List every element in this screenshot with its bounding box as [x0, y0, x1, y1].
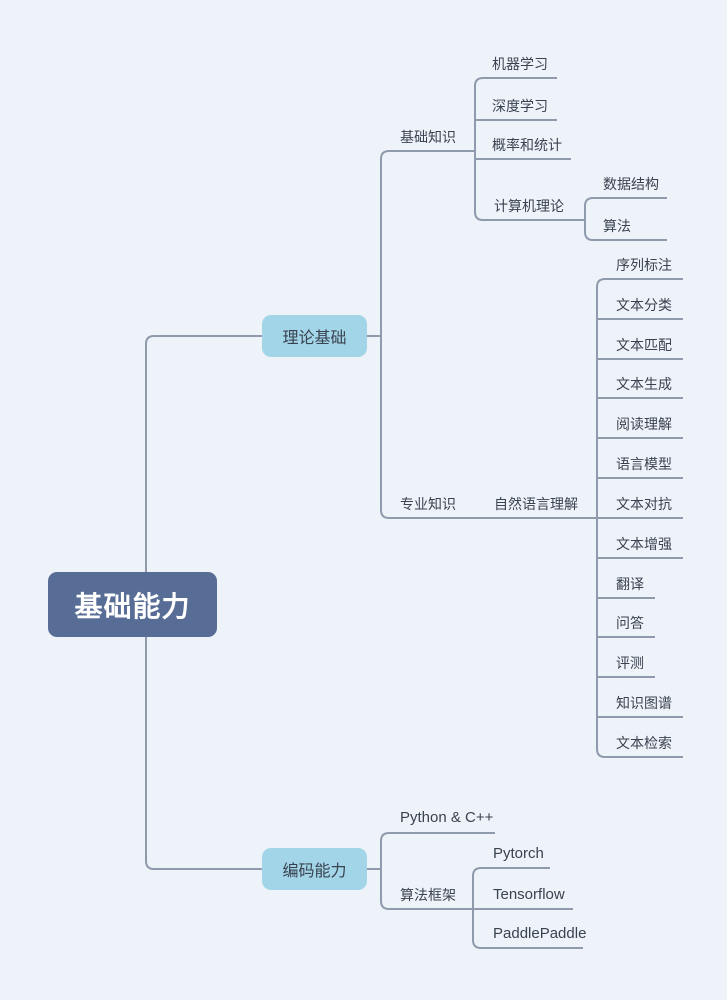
topic-sequence-labeling[interactable]: 序列标注 [616, 257, 672, 273]
topic-evaluation[interactable]: 评测 [616, 655, 644, 671]
topic-data-structure[interactable]: 数据结构 [603, 176, 659, 192]
topic-computer-theory[interactable]: 计算机理论 [494, 198, 564, 214]
topic-reading-comprehension[interactable]: 阅读理解 [616, 416, 672, 432]
topic-deep-learning[interactable]: 深度学习 [492, 98, 548, 114]
root-topic[interactable]: 基础能力 [48, 572, 217, 637]
topic-text-adversarial[interactable]: 文本对抗 [616, 496, 672, 512]
topic-professional-knowledge[interactable]: 专业知识 [400, 496, 456, 512]
topic-algorithm[interactable]: 算法 [603, 218, 631, 234]
topic-paddlepaddle[interactable]: PaddlePaddle [493, 925, 587, 942]
topic-translation[interactable]: 翻译 [616, 576, 644, 592]
topic-basic-knowledge[interactable]: 基础知识 [400, 129, 456, 145]
topic-python-cpp[interactable]: Python & C++ [400, 809, 494, 826]
topic-knowledge-graph[interactable]: 知识图谱 [616, 695, 672, 711]
topic-algorithm-framework[interactable]: 算法框架 [400, 887, 456, 903]
topic-question-answering[interactable]: 问答 [616, 615, 644, 631]
topic-text-matching[interactable]: 文本匹配 [616, 337, 672, 353]
topic-text-classification[interactable]: 文本分类 [616, 297, 672, 313]
topic-text-retrieval[interactable]: 文本检索 [616, 735, 672, 751]
topic-tensorflow[interactable]: Tensorflow [493, 886, 565, 903]
branch-theoretical-foundation[interactable]: 理论基础 [262, 315, 367, 357]
topic-language-model[interactable]: 语言模型 [616, 456, 672, 472]
topic-text-generation[interactable]: 文本生成 [616, 376, 672, 392]
topic-nlu[interactable]: 自然语言理解 [494, 496, 578, 512]
topic-text-augmentation[interactable]: 文本增强 [616, 536, 672, 552]
topic-machine-learning[interactable]: 机器学习 [492, 56, 548, 72]
topic-pytorch[interactable]: Pytorch [493, 845, 544, 862]
topic-probability-statistics[interactable]: 概率和统计 [492, 137, 562, 153]
branch-coding-ability[interactable]: 编码能力 [262, 848, 367, 890]
